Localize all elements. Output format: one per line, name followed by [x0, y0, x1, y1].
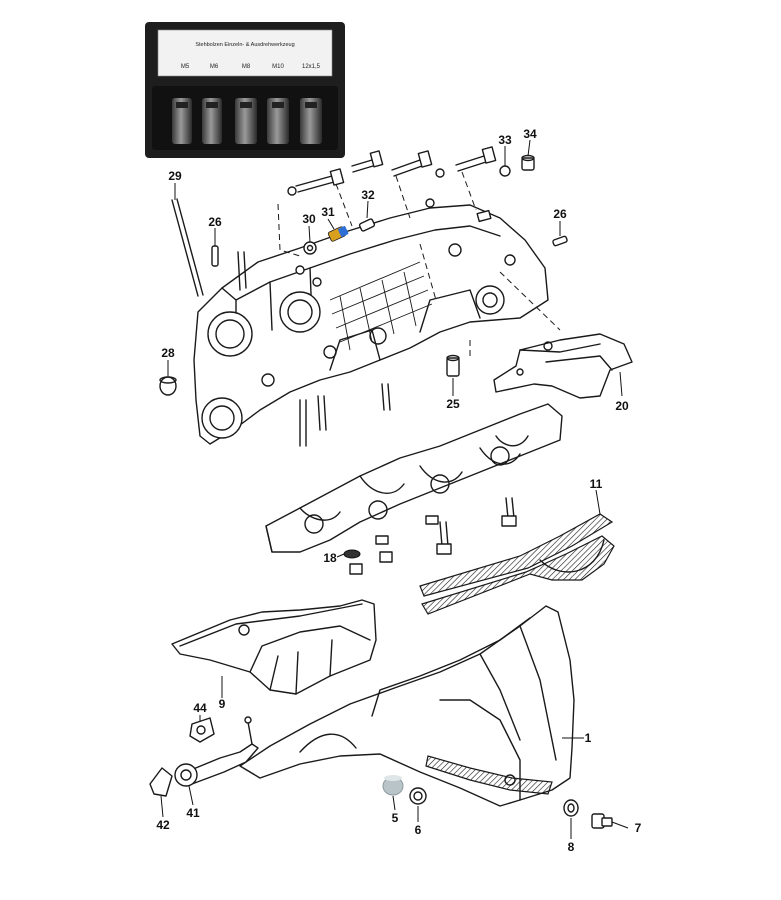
callout-label: 41	[186, 806, 200, 820]
seal-ring-6	[409, 787, 427, 805]
callout-label: 34	[523, 127, 537, 141]
dowel-pin	[211, 245, 219, 267]
bracket-20	[493, 333, 633, 399]
callout-label: 29	[168, 169, 182, 183]
kit-size-label: M10	[272, 64, 284, 70]
cap-42	[149, 767, 173, 797]
callout-label: 18	[323, 551, 337, 565]
callout-labels: 29 26 30 31 32 33 34 26 28 25 20 11 18 9…	[156, 127, 641, 854]
callout-label: 32	[361, 188, 375, 202]
washer	[295, 265, 305, 275]
callout-label: 26	[208, 215, 222, 229]
stud	[243, 251, 247, 289]
socket	[235, 98, 257, 144]
seal-ring	[303, 241, 317, 255]
callout-label: 26	[553, 207, 567, 221]
screw-7	[591, 813, 613, 829]
long-stud-29	[171, 198, 204, 297]
callout-label: 20	[615, 399, 629, 413]
socket	[267, 98, 289, 144]
oil-pan-9	[171, 599, 377, 695]
dowel-pin	[552, 235, 568, 247]
seal-ring-8	[563, 799, 579, 817]
callout-label: 25	[446, 397, 460, 411]
kit-size-label: M8	[242, 64, 251, 70]
callout-label: 33	[498, 133, 512, 147]
callout-label: 44	[193, 701, 207, 715]
bearing-bridge	[265, 403, 563, 553]
callout-label: 7	[635, 821, 642, 835]
kit-size-labels: M5 M6 M8 M10 12x1,5	[181, 64, 321, 70]
stud	[387, 383, 391, 411]
seal-washer-18	[343, 549, 361, 559]
bore	[201, 397, 243, 439]
temperature-sensor	[327, 226, 349, 242]
plug	[159, 376, 177, 396]
socket	[300, 98, 322, 144]
kit-size-label: 12x1,5	[302, 64, 321, 70]
washer	[425, 198, 435, 208]
top-bolts	[287, 146, 497, 287]
washer-33	[499, 165, 511, 177]
washer	[287, 186, 297, 196]
kit-size-label: M5	[181, 64, 190, 70]
bridge-bolts	[349, 497, 517, 575]
drain-plug-5	[382, 775, 404, 796]
socket	[202, 98, 222, 144]
crankcase-assembly	[193, 204, 549, 447]
kit-title: Stehbolzen Einzeln- & Ausdrehwerkzeug	[195, 42, 294, 48]
callout-label: 6	[415, 823, 422, 837]
oil-level-sensor-assembly	[149, 716, 259, 797]
callout-label: 31	[321, 205, 335, 219]
callout-label: 11	[590, 477, 603, 491]
washer	[312, 277, 322, 287]
leader-lines	[160, 139, 629, 839]
callout-label: 30	[302, 212, 316, 226]
callout-label: 5	[392, 811, 399, 825]
bore	[279, 291, 321, 333]
stud	[237, 251, 241, 291]
callout-label: 1	[585, 731, 592, 745]
oil-pan-1	[239, 605, 575, 807]
sensor-32	[358, 218, 376, 232]
kit-sockets	[172, 98, 322, 144]
kit-lid-label	[157, 29, 333, 77]
callout-label: 28	[161, 346, 175, 360]
stud	[323, 395, 327, 431]
plug-34	[521, 157, 535, 171]
stud-tool-kit: Stehbolzen Einzeln- & Ausdrehwerkzeug M5…	[145, 22, 345, 158]
callout-label: 9	[219, 697, 226, 711]
stud	[381, 383, 385, 411]
kit-size-label: M6	[210, 64, 219, 70]
callout-label: 8	[568, 840, 575, 854]
assembly-guides	[277, 171, 561, 360]
sleeve	[446, 357, 460, 377]
stud	[317, 395, 321, 431]
bore	[475, 285, 505, 315]
sensor-flange-41	[174, 763, 198, 787]
washer	[435, 168, 445, 178]
socket	[172, 98, 192, 144]
gasket-44	[189, 717, 215, 743]
bore	[207, 311, 253, 357]
callout-label: 42	[156, 818, 170, 832]
gasket-11	[419, 513, 615, 615]
